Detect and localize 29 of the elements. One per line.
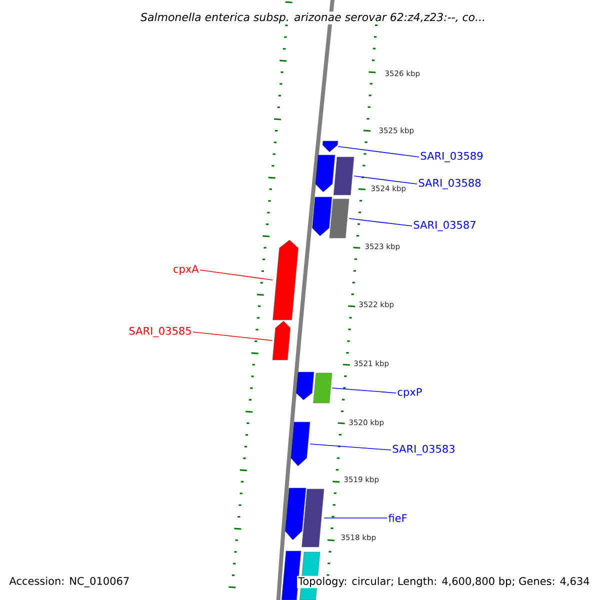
gene-shape — [296, 372, 314, 400]
footer-text: Accession: NC_010067 — [8, 576, 131, 588]
gene-label: SARI_03589 — [420, 152, 483, 162]
leader-line — [332, 388, 396, 394]
gene-shape — [313, 372, 332, 404]
gene-shape — [329, 198, 350, 238]
leader-line — [338, 146, 420, 158]
gene-label: cpxA — [174, 265, 199, 275]
gene-label: cpxP — [398, 388, 422, 398]
leader-line — [354, 176, 418, 184]
gene-shape — [315, 154, 336, 192]
gene-label: SARI_03585 — [129, 326, 191, 338]
gene-shape — [333, 156, 354, 196]
leader-line — [310, 444, 392, 450]
gene-label: fieF — [388, 514, 407, 522]
title: Salmonella enterica subsp. arizonae serovar 62:z4,z23:--, co... — [140, 12, 487, 24]
gene-shape — [312, 196, 332, 236]
gene-shape — [272, 320, 291, 360]
leader-line — [192, 332, 273, 341]
gene-label: SARI_03588 — [418, 178, 481, 190]
gene-shape — [322, 140, 338, 152]
leader-line — [348, 218, 412, 226]
gene-shape — [290, 422, 310, 466]
footer-text: Topology: circular; Length: 4,600,800 bp; Genes: 4,634 — [297, 576, 591, 588]
gene-shape — [302, 488, 324, 548]
gene-label: SARI_03587 — [414, 220, 476, 232]
gene-label: SARI_03583 — [392, 444, 454, 456]
gene-shape — [284, 488, 306, 540]
leader-line — [200, 270, 273, 280]
